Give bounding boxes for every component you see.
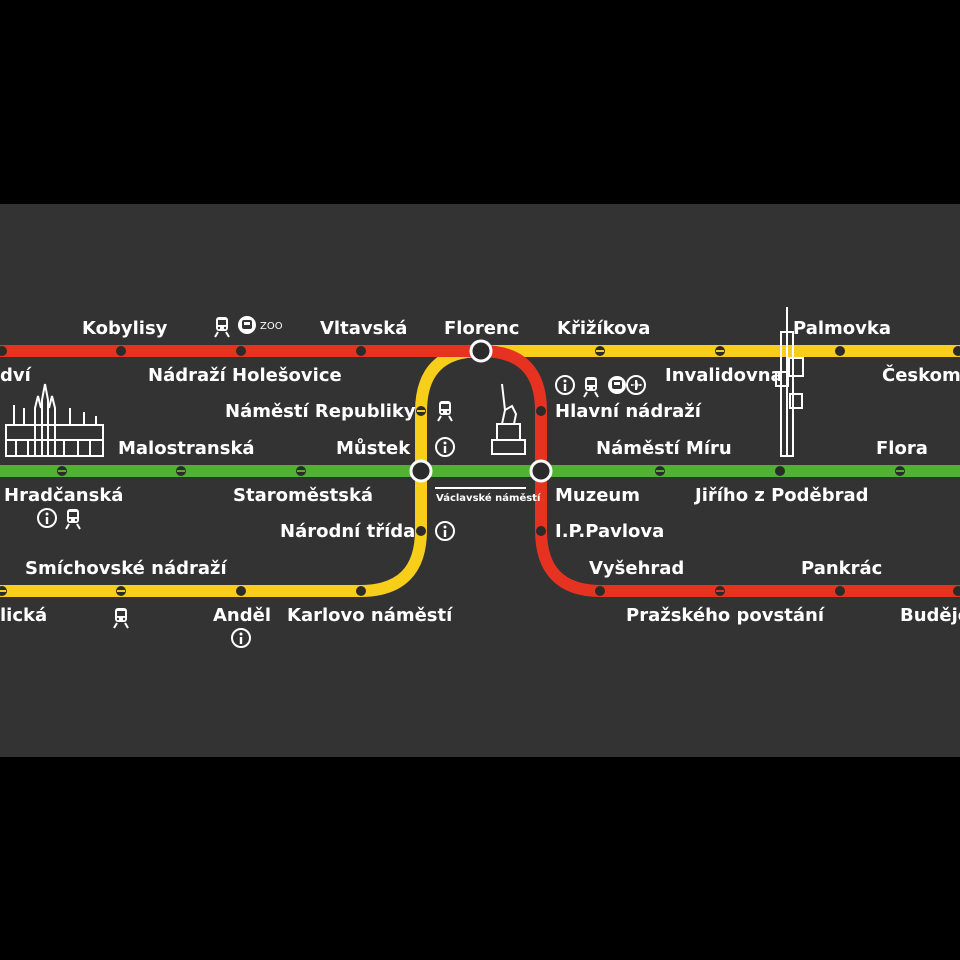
station-dot[interactable] xyxy=(953,586,960,596)
station-label-kobylisy[interactable]: Kobylisy xyxy=(82,318,168,339)
station-dots xyxy=(0,346,960,596)
station-label-pankrac[interactable]: Pankrác xyxy=(801,558,882,579)
station-dot[interactable] xyxy=(236,346,246,356)
station-label-invalidovna[interactable]: Invalidovna xyxy=(665,365,783,386)
station-dot[interactable] xyxy=(356,586,366,596)
station-label-krizikova[interactable]: Křižíkova xyxy=(557,318,650,339)
station-label-narodni-trida[interactable]: Národní třída xyxy=(280,521,415,542)
airplane-icon xyxy=(626,375,646,395)
station-label-letnany[interactable]: dví xyxy=(0,365,32,386)
icons: ZOO xyxy=(5,307,804,648)
station-dot[interactable] xyxy=(595,586,605,596)
station-label-palmovka[interactable]: Palmovka xyxy=(793,318,891,339)
station-dot[interactable] xyxy=(835,346,845,356)
map-panel xyxy=(0,204,960,757)
transfer-stations xyxy=(409,339,553,483)
station-dot[interactable] xyxy=(356,346,366,356)
transfer-mustek[interactable] xyxy=(409,459,433,483)
transfer-florenc[interactable] xyxy=(469,339,493,363)
station-labels: Kobylisy Vltavská Florenc Křižíkova Palm… xyxy=(0,318,960,626)
st-vitus-cathedral-icon xyxy=(5,383,104,457)
station-label-namesti-republiky[interactable]: Náměstí Republiky xyxy=(225,401,416,422)
zoo-label: ZOO xyxy=(260,321,283,332)
station-dot[interactable] xyxy=(775,466,785,476)
station-dot[interactable] xyxy=(0,346,7,356)
station-label-jinonicka[interactable]: lická xyxy=(0,605,47,626)
station-label-vysehrad[interactable]: Vyšehrad xyxy=(589,558,684,579)
station-label-vltavska[interactable]: Vltavská xyxy=(320,318,407,339)
station-label-staromestska[interactable]: Staroměstská xyxy=(233,485,373,506)
station-label-karlovo-namesti[interactable]: Karlovo náměstí xyxy=(287,605,453,626)
station-label-florenc[interactable]: Florenc xyxy=(444,318,519,339)
bus-icon xyxy=(608,376,626,394)
station-label-ip-pavlova[interactable]: I.P.Pavlova xyxy=(555,521,664,542)
station-dot[interactable] xyxy=(416,526,426,536)
station-label-hlavni-nadrazi[interactable]: Hlavní nádraží xyxy=(555,401,702,422)
station-dot[interactable] xyxy=(536,406,546,416)
st-wenceslas-statue-icon xyxy=(491,383,526,455)
station-label-malostranska[interactable]: Malostranská xyxy=(118,438,255,459)
station-label-ceskomoravska[interactable]: Českom xyxy=(882,364,960,386)
station-label-namesti-miru[interactable]: Náměstí Míru xyxy=(596,438,732,459)
station-dot[interactable] xyxy=(835,586,845,596)
station-label-andel[interactable]: Anděl xyxy=(213,605,271,626)
station-dot[interactable] xyxy=(236,586,246,596)
station-label-smichovske-nadrazi[interactable]: Smíchovské nádraží xyxy=(25,558,227,579)
station-label-hradcanska[interactable]: Hradčanská xyxy=(4,485,123,506)
landmark-label-vaclavske-namesti: Václavské náměstí xyxy=(436,492,541,504)
zizkov-tv-tower-icon xyxy=(775,307,804,457)
station-dot[interactable] xyxy=(536,526,546,536)
station-label-prazskeho-povstani[interactable]: Pražského povstání xyxy=(626,605,825,626)
station-label-nadrazi-holesovice[interactable]: Nádraží Holešovice xyxy=(148,365,342,386)
station-dot[interactable] xyxy=(953,346,960,356)
station-label-jiriho-z-podebrad[interactable]: Jiřího z Poděbrad xyxy=(693,485,869,506)
station-label-flora[interactable]: Flora xyxy=(876,438,928,459)
transfer-muzeum[interactable] xyxy=(529,459,553,483)
bus-icon xyxy=(238,316,256,334)
station-label-budejovicka[interactable]: Budějo xyxy=(900,605,960,626)
station-label-mustek[interactable]: Můstek xyxy=(336,437,411,459)
station-label-muzeum[interactable]: Muzeum xyxy=(555,485,640,506)
station-dot[interactable] xyxy=(116,346,126,356)
